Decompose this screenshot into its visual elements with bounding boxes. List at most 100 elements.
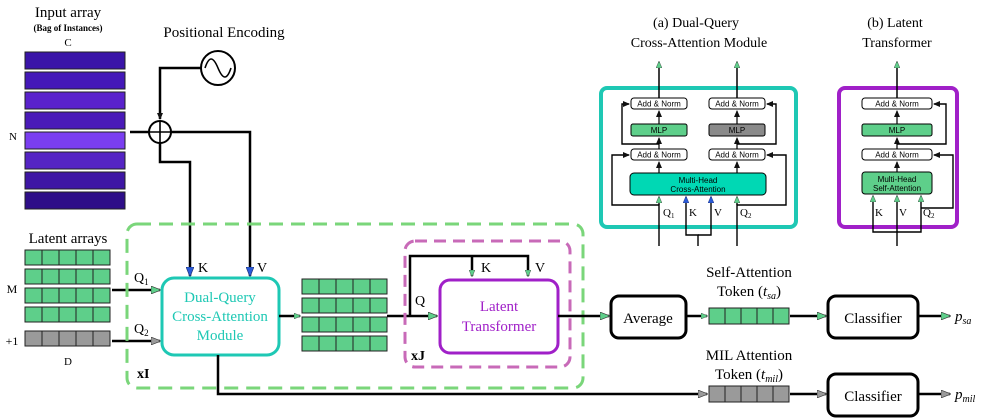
latent-output-cell (352, 278, 371, 295)
sa-token-line1: Self-Attention (706, 265, 792, 281)
latent-cell (75, 330, 94, 347)
outer-repeat-box (125, 222, 585, 390)
latent-output-cell (318, 316, 337, 333)
svg-text:Add & Norm: Add & Norm (637, 151, 681, 160)
panel-b-title1: (b) Latent (867, 16, 923, 31)
dqca-line2: Cross-Attention (172, 309, 268, 325)
panel-a-q2: Q (740, 207, 748, 219)
latent-cell (41, 249, 60, 266)
average-label: Average (623, 311, 673, 327)
dqca-v-label: V (257, 261, 267, 276)
latent-transformer-module[interactable] (438, 278, 560, 355)
latent-output-cell (335, 316, 354, 333)
latent-output-cell (352, 297, 371, 314)
latent-output-cell (301, 316, 320, 333)
panel-a-cross-attention (629, 172, 767, 196)
svg-text:Q2: Q2 (923, 207, 935, 220)
sa-token-cell (772, 307, 790, 325)
mil-token-line1: MIL Attention (706, 348, 793, 364)
mil-token-prefix: Token ( (715, 367, 761, 383)
lt-line1: Latent (480, 299, 519, 315)
svg-text:Add & Norm: Add & Norm (715, 151, 759, 160)
svg-text:MLP: MLP (651, 126, 667, 135)
latent-cell (75, 287, 94, 304)
latent-output-cell (318, 297, 337, 314)
latent-output-cell (369, 278, 388, 295)
latent-output-cell (301, 335, 320, 352)
panel-a-addnorm-top-right (708, 97, 766, 110)
svg-text:Multi-Head: Multi-Head (878, 175, 917, 184)
sa-token-array (708, 307, 790, 325)
latent-cell (92, 268, 111, 285)
latent-array (24, 249, 111, 347)
panel-a-v: V (714, 207, 722, 219)
input-row (24, 111, 126, 130)
latent-arrays-title: Latent arrays (29, 231, 108, 247)
latent-cell (41, 306, 60, 323)
mil-token-cell (740, 385, 758, 403)
latent-output-cell (301, 297, 320, 314)
svg-text:MLP: MLP (729, 126, 745, 135)
input-row (24, 51, 126, 70)
latent-cell (92, 249, 111, 266)
latent-col-label: D (64, 356, 72, 368)
latent-output-cell (369, 335, 388, 352)
svg-text:Add & Norm: Add & Norm (637, 100, 681, 109)
latent-cell (41, 330, 60, 347)
dqca-k-label: K (198, 261, 208, 276)
outer-repeat-label: xI (137, 367, 149, 382)
input-row (24, 131, 126, 150)
classifier-bottom-label: Classifier (844, 389, 902, 405)
lt-q-label: Q (415, 294, 425, 309)
svg-text:Token (tmil): Token (tmil) (715, 367, 783, 385)
latent-cell (24, 268, 43, 285)
latent-cell (58, 249, 77, 266)
panel-b-k: K (875, 207, 883, 219)
panel-b-v: V (899, 207, 907, 219)
latent-cell (41, 287, 60, 304)
input-row (24, 191, 126, 210)
lt-k-label: K (481, 261, 491, 276)
latent-cell (92, 287, 111, 304)
sa-token-cell (708, 307, 726, 325)
latent-output-cell (352, 316, 371, 333)
sa-token-prefix: Token ( (717, 284, 763, 300)
latent-cell (75, 249, 94, 266)
latent-output-cell (301, 278, 320, 295)
pe-arrow (157, 66, 201, 120)
mil-token-cell (772, 385, 790, 403)
lt-line2: Transformer (462, 319, 536, 335)
svg-text:Q2: Q2 (740, 207, 752, 220)
mil-token-array (708, 385, 790, 403)
dqca-line3: Module (197, 328, 244, 344)
latent-output-cell (335, 297, 354, 314)
svg-text:Cross-Attention: Cross-Attention (670, 185, 725, 194)
svg-text:Q1: Q1 (663, 207, 675, 220)
svg-text:Add & Norm: Add & Norm (715, 100, 759, 109)
panel-a-title2: Cross-Attention Module (631, 36, 768, 51)
input-array-title: Input array (35, 5, 102, 21)
latent-cell (75, 306, 94, 323)
svg-text:MLP: MLP (889, 126, 905, 135)
latent-output-cell (335, 335, 354, 352)
latent-cell (58, 330, 77, 347)
svg-text:Multi-Head: Multi-Head (679, 176, 718, 185)
output-psa: psa (954, 309, 971, 327)
sa-token-cell (756, 307, 774, 325)
svg-text:Token (tsa): Token (tsa) (717, 284, 781, 302)
panel-a-box (599, 86, 798, 229)
panel-b-addnorm-top (861, 97, 933, 110)
output-pmil: pmil (954, 387, 976, 405)
latent-m-label: M (7, 282, 18, 296)
latent-cell (92, 306, 111, 323)
dqca-line1: Dual-Query (184, 290, 256, 306)
latent-cell (24, 330, 43, 347)
positional-encoding-label: Positional Encoding (163, 25, 285, 41)
latent-cell (92, 330, 111, 347)
lt-v-label: V (535, 261, 545, 276)
latent-cell (41, 268, 60, 285)
inner-repeat-box (403, 239, 572, 369)
latent-output-cell (369, 316, 388, 333)
svg-text:Q1: Q1 (134, 271, 149, 287)
